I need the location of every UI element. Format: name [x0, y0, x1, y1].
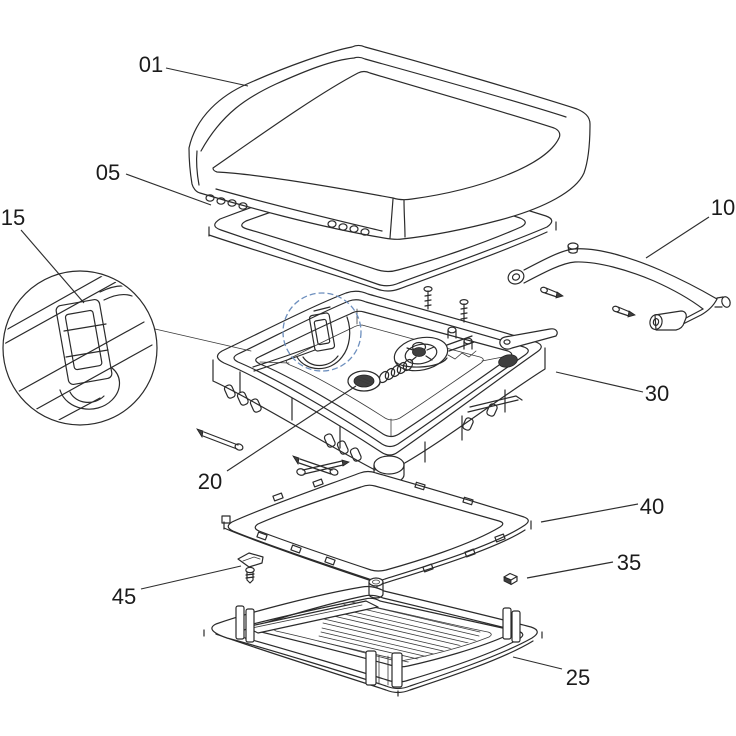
handle-screw-1 [540, 286, 564, 299]
callout-30: 30 [555, 371, 669, 406]
handle-screw-2 [612, 305, 636, 318]
callout-35-label: 35 [617, 550, 641, 575]
callout-05: 05 [96, 160, 212, 206]
garnish-knob [368, 577, 384, 599]
lid-hinge-bumps [205, 194, 370, 236]
spring-part [378, 358, 414, 384]
garnish-posts [235, 605, 521, 688]
frame-hinge-knuckles [223, 384, 498, 462]
frame-latch-assembly [252, 306, 351, 372]
callout-01: 01 [139, 52, 249, 87]
main-frame-part [196, 286, 558, 485]
screen-frame-part [221, 459, 532, 591]
callout-15: 15 [1, 205, 85, 304]
callout-10: 10 [645, 195, 735, 259]
callout-25-leader [512, 656, 563, 670]
callout-30-label: 30 [645, 381, 669, 406]
callout-01-label: 01 [139, 52, 163, 77]
grommet [498, 354, 518, 368]
mounting-plate-and-screw [237, 552, 264, 584]
callout-40-leader [540, 503, 639, 523]
callout-15-label: 15 [1, 205, 25, 230]
latch-highlight-circle [282, 292, 362, 372]
callout-45-leader [140, 565, 242, 590]
callout-01-leader [165, 67, 249, 87]
callout-30-leader [555, 371, 644, 393]
clip-part [503, 572, 518, 586]
callout-40-label: 40 [640, 494, 664, 519]
callout-40: 40 [540, 494, 664, 523]
callout-25-label: 25 [566, 665, 590, 690]
callout-20-leader [226, 385, 357, 472]
callout-25: 25 [512, 656, 590, 690]
crank-handle-part [507, 242, 731, 331]
lift-gear-mechanism [393, 326, 477, 372]
callout-20-label: 20 [198, 469, 222, 494]
screen-screw [296, 459, 350, 476]
callout-15-leader [20, 229, 85, 304]
handle-end-hub [649, 310, 687, 331]
callout-05-leader [125, 173, 212, 206]
callouts: 01 05 15 10 30 20 40 45 [1, 52, 735, 690]
lid-part [188, 44, 591, 241]
callout-10-leader [645, 216, 710, 259]
callout-10-label: 10 [711, 195, 735, 220]
frame-screw-left [196, 428, 244, 451]
frame-standing-screws [423, 286, 469, 323]
callout-05-label: 05 [96, 160, 120, 185]
screen-clips [221, 478, 506, 573]
latch-detail-inset [2, 270, 252, 426]
keeper-strip [467, 328, 558, 413]
callout-45-label: 45 [112, 584, 136, 609]
callout-20: 20 [198, 385, 357, 494]
garnish-frame-part [203, 577, 543, 697]
callout-35: 35 [526, 550, 641, 579]
frame-screw-right [292, 455, 339, 476]
callout-45: 45 [112, 565, 242, 609]
callout-35-leader [526, 561, 614, 579]
